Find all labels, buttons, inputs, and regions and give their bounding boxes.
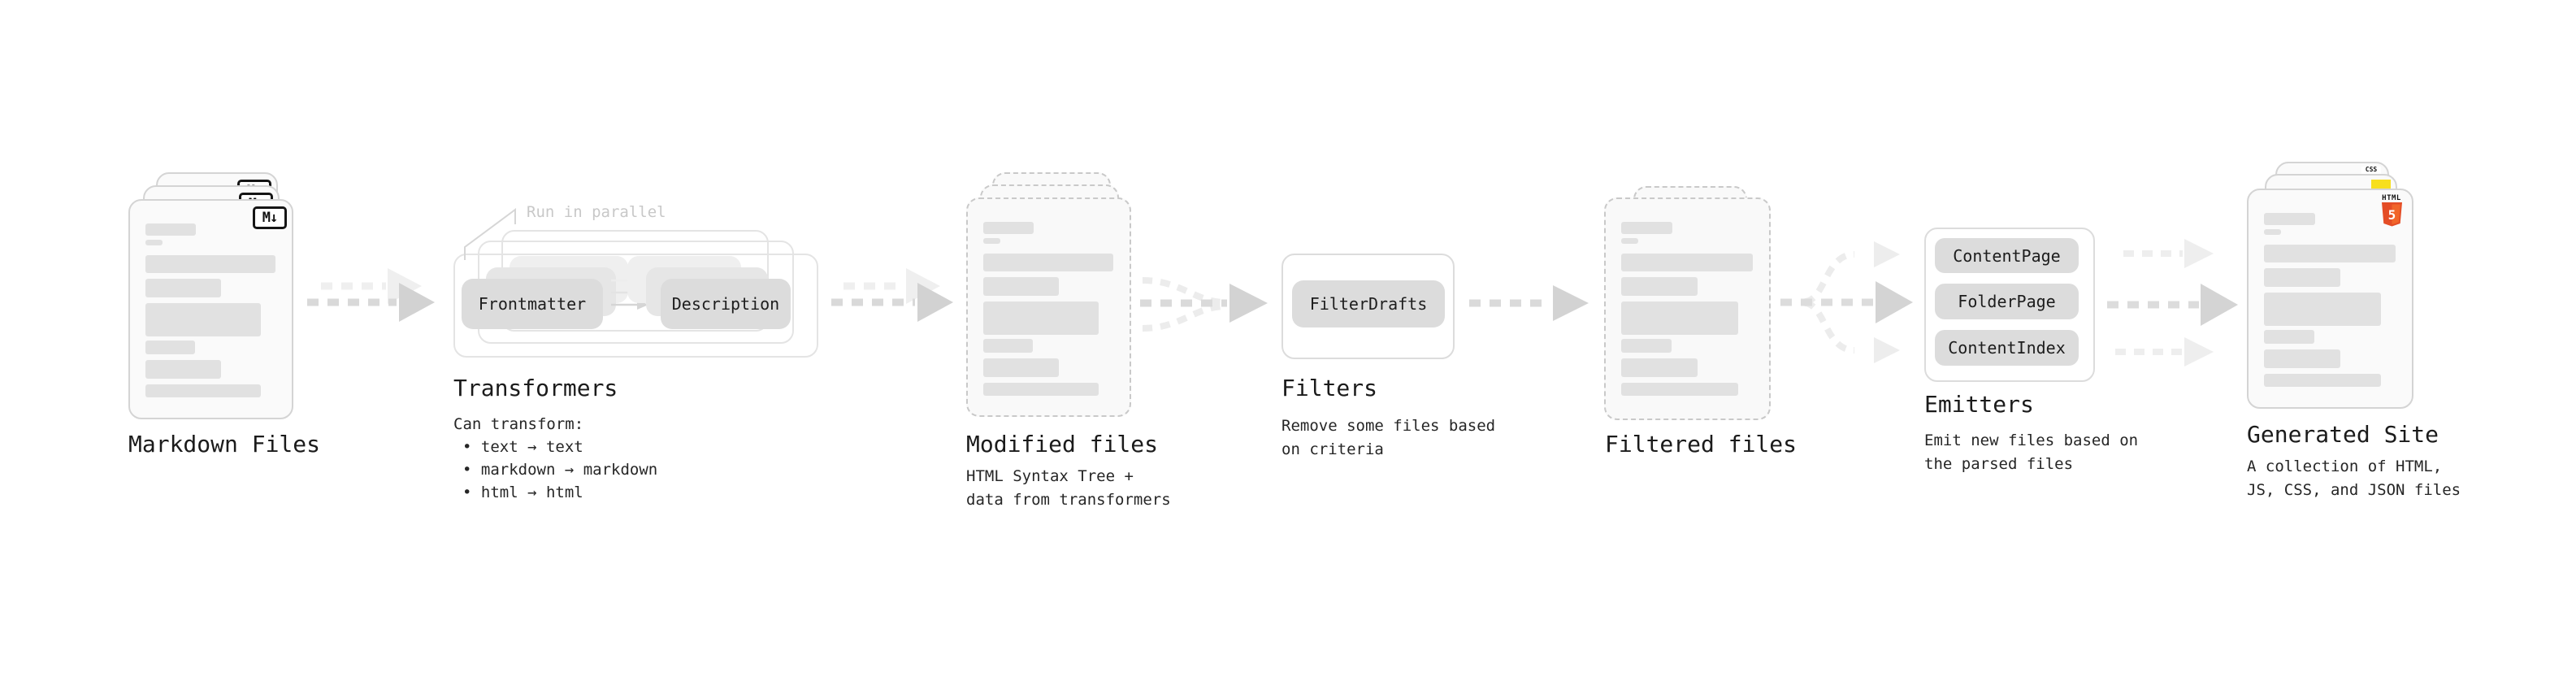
generated-site-description: A collection of HTML, JS, CSS, and JSON … xyxy=(2247,455,2461,502)
contentpage-pill: ContentPage xyxy=(1935,238,2079,273)
html5-file-icon: HTML 5 xyxy=(2379,194,2404,227)
callout-leader-line-icon xyxy=(464,208,516,260)
arrow-transformers-to-modified-icon xyxy=(831,268,953,322)
frontmatter-pill: Frontmatter xyxy=(462,279,603,329)
emitters-description: Emit new files based on the parsed files xyxy=(1924,429,2138,476)
text-placeholder-bar xyxy=(2264,374,2382,387)
modified-files-description: HTML Syntax Tree + data from transformer… xyxy=(966,465,1171,512)
arrow-filtered-to-emitters-diverge-icon xyxy=(1780,241,1913,363)
section-title-filtered-files: Filtered files xyxy=(1605,431,1798,458)
text-placeholder-bar xyxy=(145,223,197,236)
css-icon-label: CSS xyxy=(2365,166,2378,173)
section-title-markdown-files: Markdown Files xyxy=(128,431,321,458)
text-placeholder-bar xyxy=(983,238,1000,244)
js-file-icon xyxy=(2371,180,2391,190)
transformers-description: Can transform: • text → text • markdown … xyxy=(453,413,657,504)
bullet-markdown-to-markdown: • markdown → markdown xyxy=(462,461,658,479)
filtered-file-card xyxy=(1604,197,1771,420)
filters-subtitle-line: on criteria xyxy=(1281,440,1384,458)
html5-icon-word: HTML xyxy=(2382,194,2401,202)
text-placeholder-bar xyxy=(983,383,1099,396)
text-placeholder-bar xyxy=(983,339,1033,353)
section-title-transformers: Transformers xyxy=(453,375,618,401)
section-title-filters: Filters xyxy=(1281,375,1378,401)
generated-site-card: HTML 5 xyxy=(2247,189,2413,409)
filterdrafts-pill: FilterDrafts xyxy=(1292,280,1445,327)
folderpage-pill-label: FolderPage xyxy=(1958,292,2056,311)
text-placeholder-bar xyxy=(145,279,221,297)
markdown-file-card: M↓ xyxy=(128,199,293,419)
folderpage-pill: FolderPage xyxy=(1935,284,2079,319)
generated-subtitle-line: JS, CSS, and JSON files xyxy=(2247,481,2461,499)
text-placeholder-bar xyxy=(983,254,1113,271)
text-placeholder-bar xyxy=(1621,301,1739,335)
text-placeholder-bar xyxy=(145,360,221,379)
contentindex-pill-label: ContentIndex xyxy=(1948,338,2066,358)
contentpage-pill-label: ContentPage xyxy=(1953,245,2061,266)
text-placeholder-bar xyxy=(1621,358,1698,377)
text-placeholder-bar xyxy=(983,222,1034,234)
bullet-text-to-text: • text → text xyxy=(462,438,583,456)
text-placeholder-bar xyxy=(145,255,275,273)
bullet-html-to-html: • html → html xyxy=(462,484,583,501)
section-title-modified-files: Modified files xyxy=(966,431,1159,458)
text-placeholder-bar xyxy=(2264,229,2282,235)
section-title-generated-site: Generated Site xyxy=(2247,421,2439,448)
text-placeholder-bar xyxy=(2264,293,2382,326)
file-content-placeholder xyxy=(145,223,275,397)
markdown-icon: M↓ xyxy=(253,206,287,229)
modified-subtitle-line: HTML Syntax Tree + xyxy=(966,467,1134,485)
text-placeholder-bar xyxy=(145,303,262,336)
text-placeholder-bar xyxy=(145,340,195,354)
description-pill: Description xyxy=(661,279,791,329)
text-placeholder-bar xyxy=(983,358,1059,377)
filters-description: Remove some files based on criteria xyxy=(1281,414,1495,462)
text-placeholder-bar xyxy=(983,301,1099,335)
emitters-subtitle-line: the parsed files xyxy=(1924,455,2074,473)
run-in-parallel-note: Run in parallel xyxy=(527,203,666,221)
text-placeholder-bar xyxy=(983,277,1059,296)
text-placeholder-bar xyxy=(1621,254,1753,271)
frontmatter-pill-label: Frontmatter xyxy=(478,294,587,314)
file-content-placeholder xyxy=(1621,222,1753,396)
text-placeholder-bar xyxy=(1621,277,1698,296)
file-content-placeholder xyxy=(983,222,1113,396)
html5-shield-icon: 5 xyxy=(2382,202,2402,227)
text-placeholder-bar xyxy=(1621,339,1672,353)
generated-subtitle-line: A collection of HTML, xyxy=(2247,458,2443,475)
html5-icon-number: 5 xyxy=(2388,207,2396,223)
text-placeholder-bar xyxy=(2264,349,2340,368)
can-transform-heading: Can transform: xyxy=(453,415,584,433)
description-pill-label: Description xyxy=(671,294,780,314)
transformer-box xyxy=(453,254,818,358)
text-placeholder-bar xyxy=(1621,383,1739,396)
arrow-markdown-to-transformers-icon xyxy=(307,268,435,322)
text-placeholder-bar xyxy=(145,240,163,245)
text-placeholder-bar xyxy=(2264,245,2396,262)
arrow-modified-to-filters-merge-icon xyxy=(1140,277,1268,332)
modified-file-card xyxy=(966,197,1131,417)
modified-subtitle-line: data from transformers xyxy=(966,491,1171,509)
filters-subtitle-line: Remove some files based xyxy=(1281,417,1496,435)
section-title-emitters: Emitters xyxy=(1924,391,2034,418)
arrow-filters-to-filtered-icon xyxy=(1469,285,1589,321)
emitters-subtitle-line: Emit new files based on xyxy=(1924,432,2139,449)
arrows-emitters-to-generated-icon xyxy=(2107,239,2238,367)
text-placeholder-bar xyxy=(2264,330,2314,344)
filterdrafts-pill-label: FilterDrafts xyxy=(1309,294,1428,314)
text-placeholder-bar xyxy=(2264,268,2340,287)
text-placeholder-bar xyxy=(1621,222,1673,234)
contentindex-pill: ContentIndex xyxy=(1935,330,2079,366)
text-placeholder-bar xyxy=(145,384,262,397)
text-placeholder-bar xyxy=(2264,213,2316,225)
text-placeholder-bar xyxy=(1621,238,1639,244)
file-content-placeholder xyxy=(2264,213,2396,387)
markdown-icon-glyph: M↓ xyxy=(262,210,279,226)
